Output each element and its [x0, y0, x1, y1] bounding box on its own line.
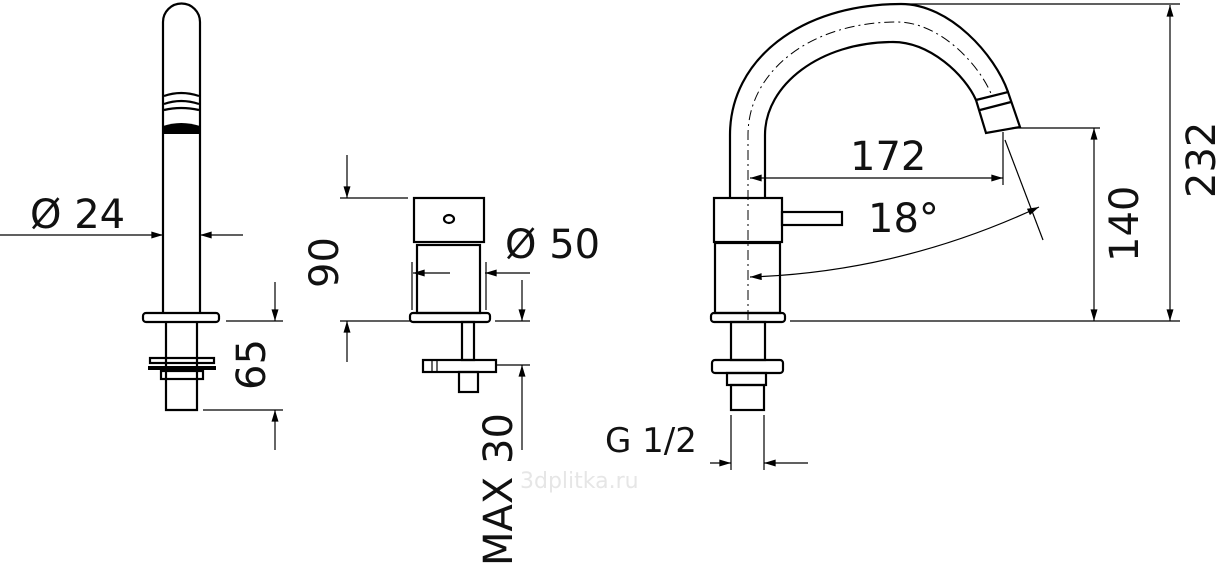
- height-65-label: 65: [229, 339, 275, 390]
- max-30-label: MAX 30: [476, 413, 522, 566]
- watermark: 3dplitka.ru: [520, 469, 639, 494]
- faucet-side-view: [709, 2, 1180, 470]
- height-232-label: 232: [1179, 122, 1220, 198]
- reach-172-label: 172: [850, 134, 926, 180]
- handle-view: [340, 155, 530, 450]
- spout-front-view: [0, 2, 283, 450]
- thread-g12-label: G 1/2: [605, 421, 697, 461]
- diameter-50-label: Ø 50: [505, 222, 600, 268]
- height-140-label: 140: [1102, 186, 1148, 262]
- height-90-label: 90: [302, 237, 348, 288]
- angle-18-label: 18°: [868, 196, 939, 242]
- diameter-24-label: Ø 24: [30, 192, 125, 238]
